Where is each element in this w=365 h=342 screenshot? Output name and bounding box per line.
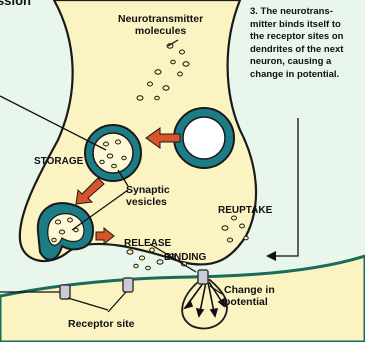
binding-label: BINDING (164, 252, 206, 264)
reuptake-label: REUPTAKE (218, 205, 272, 217)
receptor-pointer-arrow (266, 251, 276, 261)
receptor-site-label: Receptor site (68, 318, 135, 330)
postsynaptic-membrane (0, 256, 365, 342)
storage-label: STORAGE (34, 156, 83, 168)
release-label: RELEASE (124, 238, 171, 250)
step-3-caption: 3. The neurotrans- mitter binds itself t… (250, 6, 343, 81)
synaptic-vesicles-label: Synaptic vesicles (126, 184, 170, 208)
diagram-heading: ssion (0, 0, 31, 7)
neurotransmitter-label: Neurotransmitter molecules (118, 13, 203, 37)
change-in-potential-label: Change in potential (224, 284, 275, 308)
